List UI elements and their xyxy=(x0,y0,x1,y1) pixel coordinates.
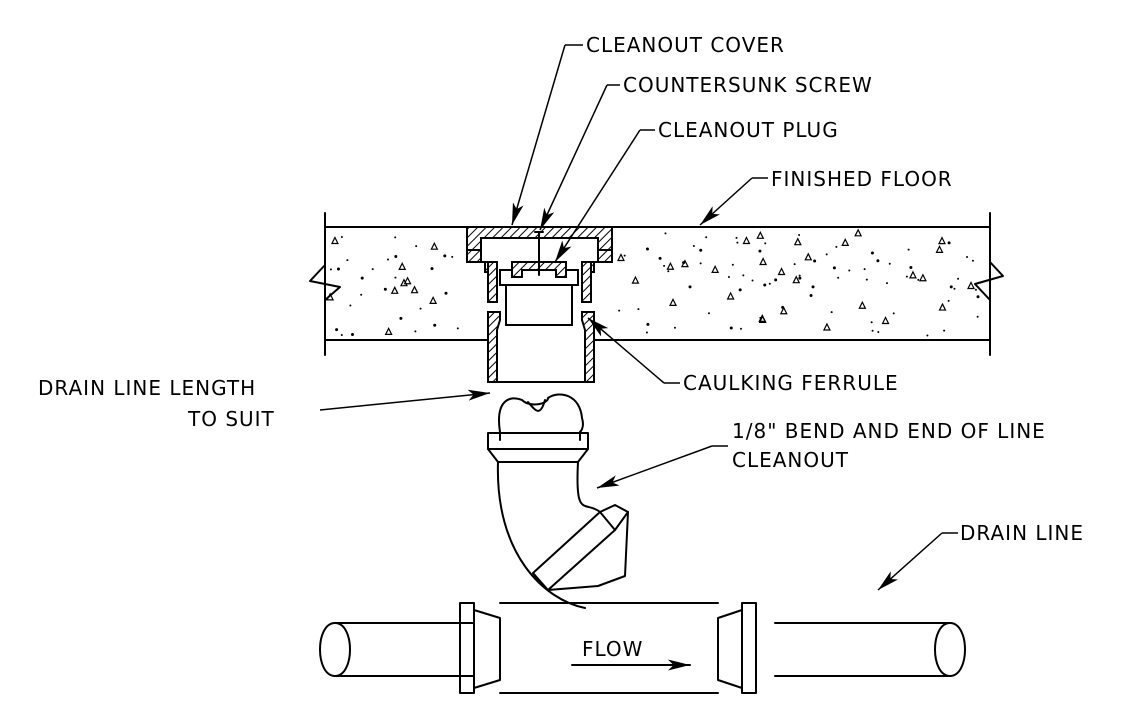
label-cleanout-plug: CLEANOUT PLUG xyxy=(658,118,839,142)
leader-lines xyxy=(319,44,958,591)
cleanout-assembly xyxy=(466,226,613,383)
label-finished-floor: FINISHED FLOOR xyxy=(771,167,953,191)
floor-slab xyxy=(309,212,1004,356)
label-caulking-ferrule: CAULKING FERRULE xyxy=(683,371,899,395)
label-bend: 1/8" BEND AND END OF LINE xyxy=(732,419,1046,443)
concrete-stipple xyxy=(326,228,980,337)
label-countersunk-screw: COUNTERSUNK SCREW xyxy=(623,73,873,97)
label-cleanout-cover: CLEANOUT COVER xyxy=(586,33,785,57)
label-to-suit: TO SUIT xyxy=(187,407,275,431)
label-bend-cleanout: CLEANOUT xyxy=(732,448,849,472)
main-drain-line xyxy=(319,602,966,694)
label-drain-line-length: DRAIN LINE LENGTH xyxy=(38,376,256,400)
label-flow: FLOW xyxy=(582,637,643,661)
bend-fitting xyxy=(487,432,629,609)
label-drain-line: DRAIN LINE xyxy=(960,521,1084,545)
